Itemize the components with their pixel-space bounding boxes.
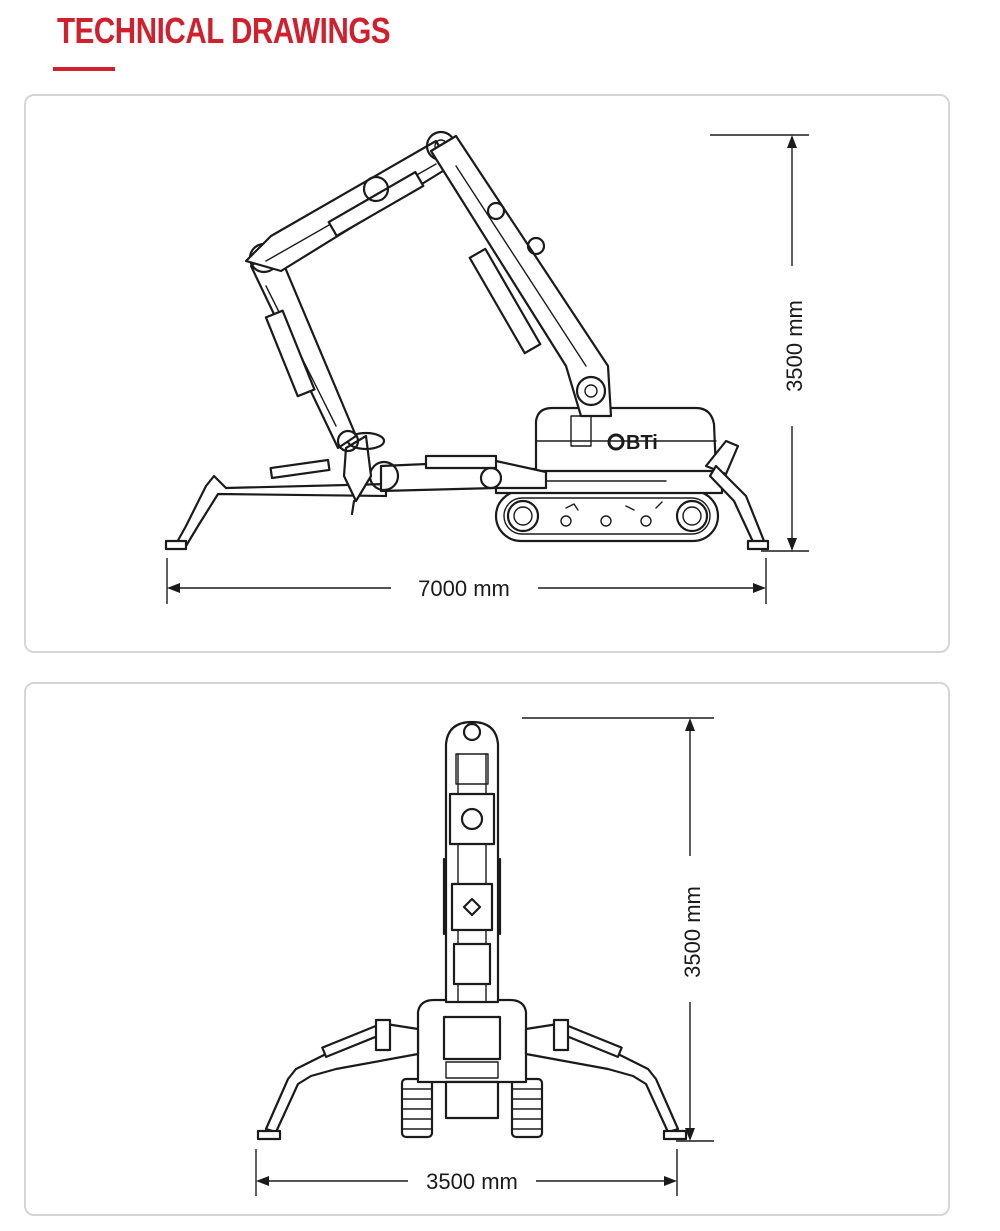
page-title: TECHNICAL DRAWINGS bbox=[57, 10, 391, 51]
bti-logo-text: BTi bbox=[626, 432, 658, 454]
side-view-drawing: 3500 mm 7000 mm bbox=[164, 130, 809, 604]
front-view-drawing: 3500 mm 3500 mm bbox=[255, 717, 714, 1196]
side-width-label: 7000 mm bbox=[418, 576, 510, 601]
front-width-dimension: 3500 mm bbox=[255, 1149, 678, 1196]
side-view-panel: 3500 mm 7000 mm bbox=[24, 94, 950, 653]
side-width-dimension: 7000 mm bbox=[166, 558, 767, 604]
front-width-label: 3500 mm bbox=[426, 1169, 518, 1194]
side-height-dimension: 3500 mm bbox=[710, 134, 809, 552]
front-height-label: 3500 mm bbox=[680, 886, 705, 978]
demolition-robot-front-icon bbox=[256, 720, 688, 1141]
title-underline bbox=[53, 67, 115, 71]
side-height-label: 3500 mm bbox=[782, 300, 807, 392]
demolition-robot-side-icon: BTi bbox=[164, 130, 770, 551]
bti-logo-icon bbox=[607, 433, 625, 451]
front-height-dimension: 3500 mm bbox=[522, 717, 714, 1142]
front-view-panel: 3500 mm 3500 mm bbox=[24, 682, 950, 1216]
